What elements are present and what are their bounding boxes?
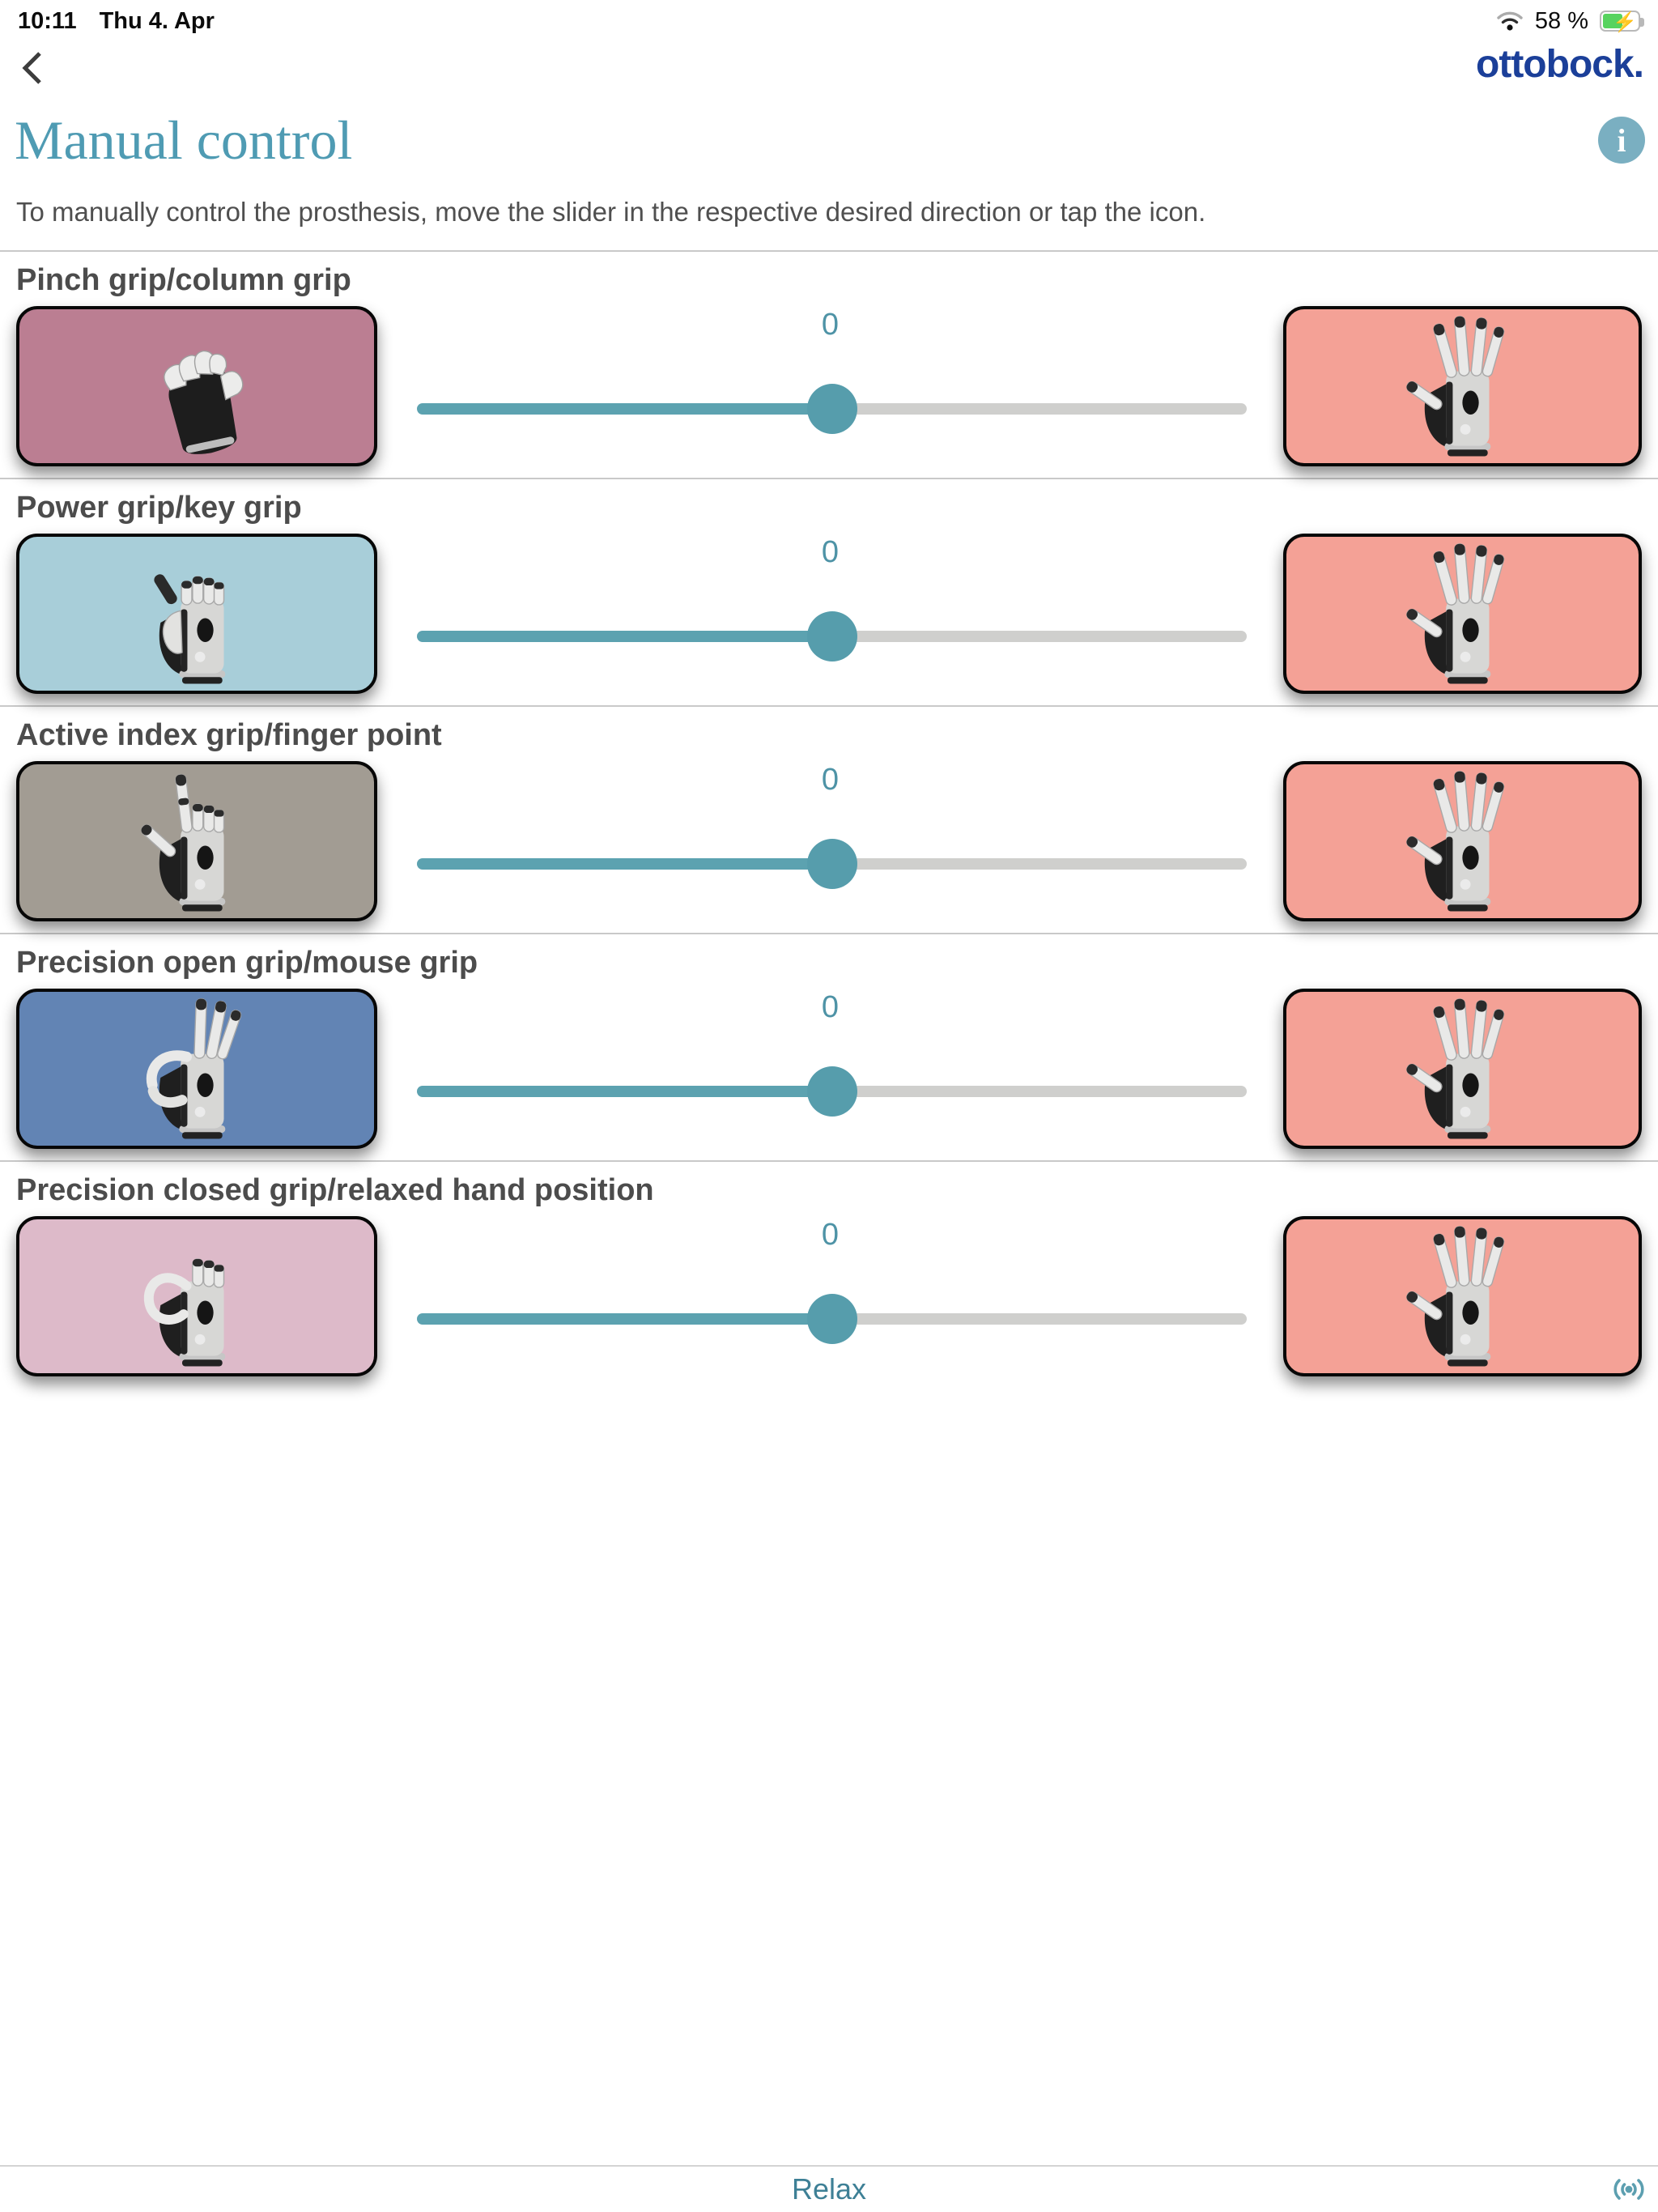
slider-track-filled	[417, 858, 832, 870]
slider-thumb[interactable]	[806, 384, 857, 435]
precision-open-grip-image-button[interactable]	[16, 989, 377, 1150]
index-grip-image-button[interactable]	[16, 761, 377, 922]
grip-section-power: Power grip/key grip	[0, 479, 1658, 708]
instruction-text: To manually control the prosthesis, move…	[16, 197, 1206, 228]
open-hand-icon	[1406, 771, 1505, 912]
grip-section-title: Power grip/key grip	[16, 491, 302, 525]
info-icon: i	[1617, 121, 1626, 159]
slider-area: 0	[377, 306, 1283, 466]
grip-section-precision-open: Precision open grip/mouse grip	[0, 934, 1658, 1163]
power-grip-slider[interactable]	[417, 611, 1247, 662]
grip-section-title: Active index grip/finger point	[16, 718, 442, 753]
divider	[0, 478, 1658, 480]
slider-area: 0	[377, 761, 1283, 921]
slider-track-filled	[417, 1313, 832, 1325]
grip-section-title: Precision closed grip/relaxed hand posit…	[16, 1173, 654, 1208]
slider-track-empty	[831, 1313, 1247, 1325]
slider-thumb[interactable]	[806, 839, 857, 890]
open-hand-image-button[interactable]	[1283, 1216, 1642, 1377]
open-hand-icon	[1406, 1226, 1505, 1367]
slider-thumb[interactable]	[806, 1294, 857, 1345]
precision-closed-hand-icon	[143, 1258, 225, 1367]
nav-bar: ottobock.	[0, 37, 1658, 99]
precision-closed-grip-image-button[interactable]	[16, 1216, 377, 1377]
open-hand-image-button[interactable]	[1283, 989, 1642, 1150]
info-button[interactable]: i	[1598, 117, 1645, 164]
slider-track-filled	[417, 1086, 832, 1098]
slider-value: 0	[821, 990, 840, 1025]
open-hand-image-button[interactable]	[1283, 534, 1642, 695]
open-hand-icon	[1406, 316, 1505, 457]
slider-track-empty	[831, 631, 1247, 643]
grip-section-precision-closed: Precision closed grip/relaxed hand posit…	[0, 1162, 1658, 1377]
precision-open-hand-icon	[146, 998, 241, 1139]
slider-area: 0	[377, 1216, 1283, 1376]
open-hand-image-button[interactable]	[1283, 306, 1642, 467]
grip-section-index: Active index grip/finger point	[0, 707, 1658, 935]
slider-value: 0	[821, 535, 840, 570]
slider-track-empty	[831, 858, 1247, 870]
slider-thumb[interactable]	[806, 611, 857, 662]
open-hand-image-button[interactable]	[1283, 761, 1642, 922]
slider-value: 0	[821, 308, 840, 342]
slider-track-filled	[417, 631, 832, 643]
date: Thu 4. Apr	[99, 7, 215, 34]
slider-track-empty	[831, 403, 1247, 415]
bottom-bar: Relax	[0, 2165, 1658, 2212]
open-hand-icon	[1406, 543, 1505, 684]
pinch-grip-image-button[interactable]	[16, 306, 377, 467]
precision-closed-grip-slider[interactable]	[417, 1294, 1247, 1345]
divider	[0, 250, 1658, 253]
precision-open-grip-slider[interactable]	[417, 1066, 1247, 1117]
battery-icon: ⚡	[1600, 11, 1644, 33]
battery-percent: 58 %	[1534, 7, 1588, 34]
status-bar: 10:11 Thu 4. Apr 58 % ⚡	[0, 0, 1658, 37]
index-point-hand-icon	[140, 774, 225, 912]
broadcast-signal-icon[interactable]	[1613, 2176, 1645, 2203]
ottobock-logo: ottobock.	[1476, 43, 1644, 86]
back-chevron-icon	[22, 52, 41, 84]
slider-thumb[interactable]	[806, 1066, 857, 1117]
divider	[0, 1160, 1658, 1163]
grip-section-title: Pinch grip/column grip	[16, 263, 351, 298]
divider	[0, 933, 1658, 935]
grip-section-title: Precision open grip/mouse grip	[16, 946, 478, 981]
wifi-icon	[1497, 11, 1523, 31]
back-button[interactable]	[21, 50, 44, 88]
grip-section-pinch: Pinch grip/column grip	[0, 252, 1658, 480]
divider	[0, 705, 1658, 708]
slider-value: 0	[821, 763, 840, 798]
page-title: Manual control	[15, 109, 353, 171]
power-grip-hand-icon	[153, 574, 225, 684]
power-grip-image-button[interactable]	[16, 534, 377, 695]
relax-button[interactable]: Relax	[787, 2172, 871, 2207]
slider-area: 0	[377, 534, 1283, 694]
open-hand-icon	[1406, 998, 1505, 1139]
pinch-grip-hand-icon	[163, 351, 244, 455]
pinch-grip-slider[interactable]	[417, 384, 1247, 435]
slider-area: 0	[377, 989, 1283, 1149]
index-grip-slider[interactable]	[417, 839, 1247, 890]
clock: 10:11	[18, 7, 77, 34]
slider-track-empty	[831, 1086, 1247, 1098]
slider-track-filled	[417, 403, 832, 415]
slider-value: 0	[821, 1218, 840, 1253]
